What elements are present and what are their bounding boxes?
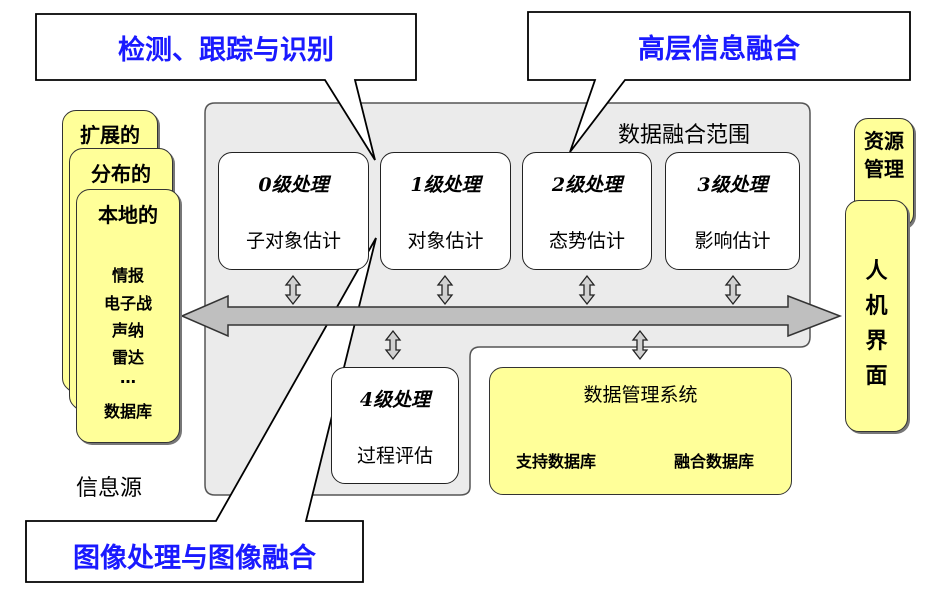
fusion-db-label: 融合数据库: [673, 452, 754, 471]
source-card-extended-label: 扩展的: [80, 123, 140, 147]
callout-high-level-box: [527, 11, 911, 153]
source-card-local-label: 本地的: [98, 203, 158, 227]
callout-detection-box: [35, 13, 417, 161]
level4-box: 4级处理 过程评估: [331, 367, 459, 484]
source-item-ew: 电子战: [103, 294, 152, 313]
level0-subtitle: 子对象估计: [245, 230, 341, 252]
level3-box: 3级处理 影响估计: [665, 152, 800, 270]
source-item-ellipsis: …: [120, 368, 136, 387]
hci-char-2: 机: [865, 294, 888, 319]
source-item-intel: 情报: [111, 266, 144, 285]
resource-management-label-2: 管理: [864, 157, 904, 181]
level1-subtitle: 对象估计: [407, 230, 484, 252]
level2-subtitle: 态势估计: [548, 230, 625, 252]
source-item-radar: 雷达: [111, 348, 144, 367]
level2-title: 2级处理: [551, 174, 623, 196]
fusion-scope-label: 数据融合范围: [618, 123, 751, 148]
dbms-box: 数据管理系统: [489, 367, 792, 495]
source-item-sonar: 声纳: [111, 321, 144, 340]
support-db-label: 支持数据库: [515, 452, 596, 471]
callout-image-box: [25, 237, 377, 583]
level2-box: 2级处理 态势估计: [522, 152, 652, 270]
level4-title: 4级处理: [359, 389, 431, 411]
hci-char-4: 面: [865, 364, 888, 389]
source-item-database: 数据库: [103, 402, 152, 421]
dbms-title: 数据管理系统: [583, 384, 698, 406]
level1-box: 1级处理 对象估计: [380, 152, 511, 270]
source-card-distributed-label: 分布的: [91, 162, 151, 186]
source-card-local: 本地的 情报 电子战 声纳 雷达 … 数据库: [76, 189, 180, 443]
information-source-caption: 信息源: [76, 476, 143, 501]
hci-card: 人 机 界 面: [845, 200, 908, 432]
level1-title: 1级处理: [410, 174, 481, 196]
hci-char-1: 人: [865, 259, 888, 284]
level0-title: 0级处理: [258, 174, 329, 196]
callout-high-level-title: 高层信息融合: [638, 34, 800, 65]
resource-management-label-1: 资源: [864, 129, 904, 153]
hci-char-3: 界: [865, 329, 888, 354]
level3-title: 3级处理: [697, 174, 768, 196]
level3-subtitle: 影响估计: [694, 230, 771, 252]
callout-image-title: 图像处理与图像融合: [73, 543, 316, 574]
data-bus-arrow: [180, 294, 843, 338]
callout-detection-title: 检测、跟踪与识别: [118, 35, 334, 66]
level0-box: 0级处理 子对象估计: [218, 152, 369, 270]
level4-subtitle: 过程评估: [356, 445, 433, 467]
